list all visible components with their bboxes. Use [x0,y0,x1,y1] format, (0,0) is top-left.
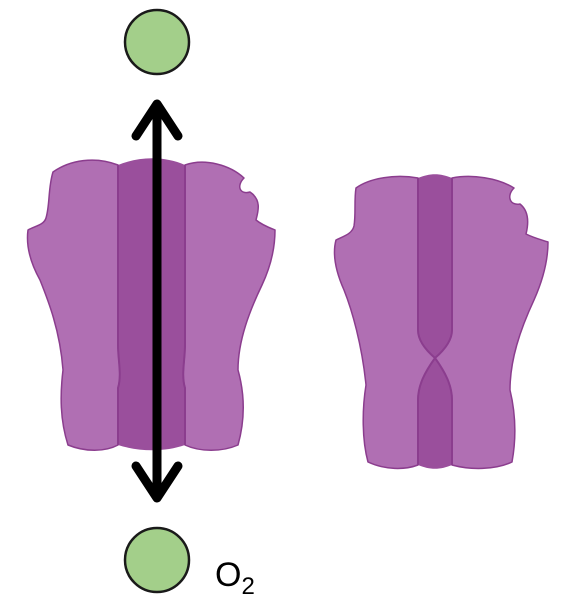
oxygen-molecule-top [125,10,189,74]
oxygen-label-subscript: 2 [241,573,254,599]
channel-open-left-subunit [28,160,120,450]
oxygen-label: O2 [215,556,255,599]
oxygen-label-main: O [215,556,241,594]
channel-protein-open [28,158,276,450]
oxygen-molecule-bottom [125,528,189,592]
channel-open-center [118,158,185,450]
channel-open-right-subunit [183,162,275,450]
channel-protein-closed [334,174,548,469]
channel-closed-center [418,174,452,469]
